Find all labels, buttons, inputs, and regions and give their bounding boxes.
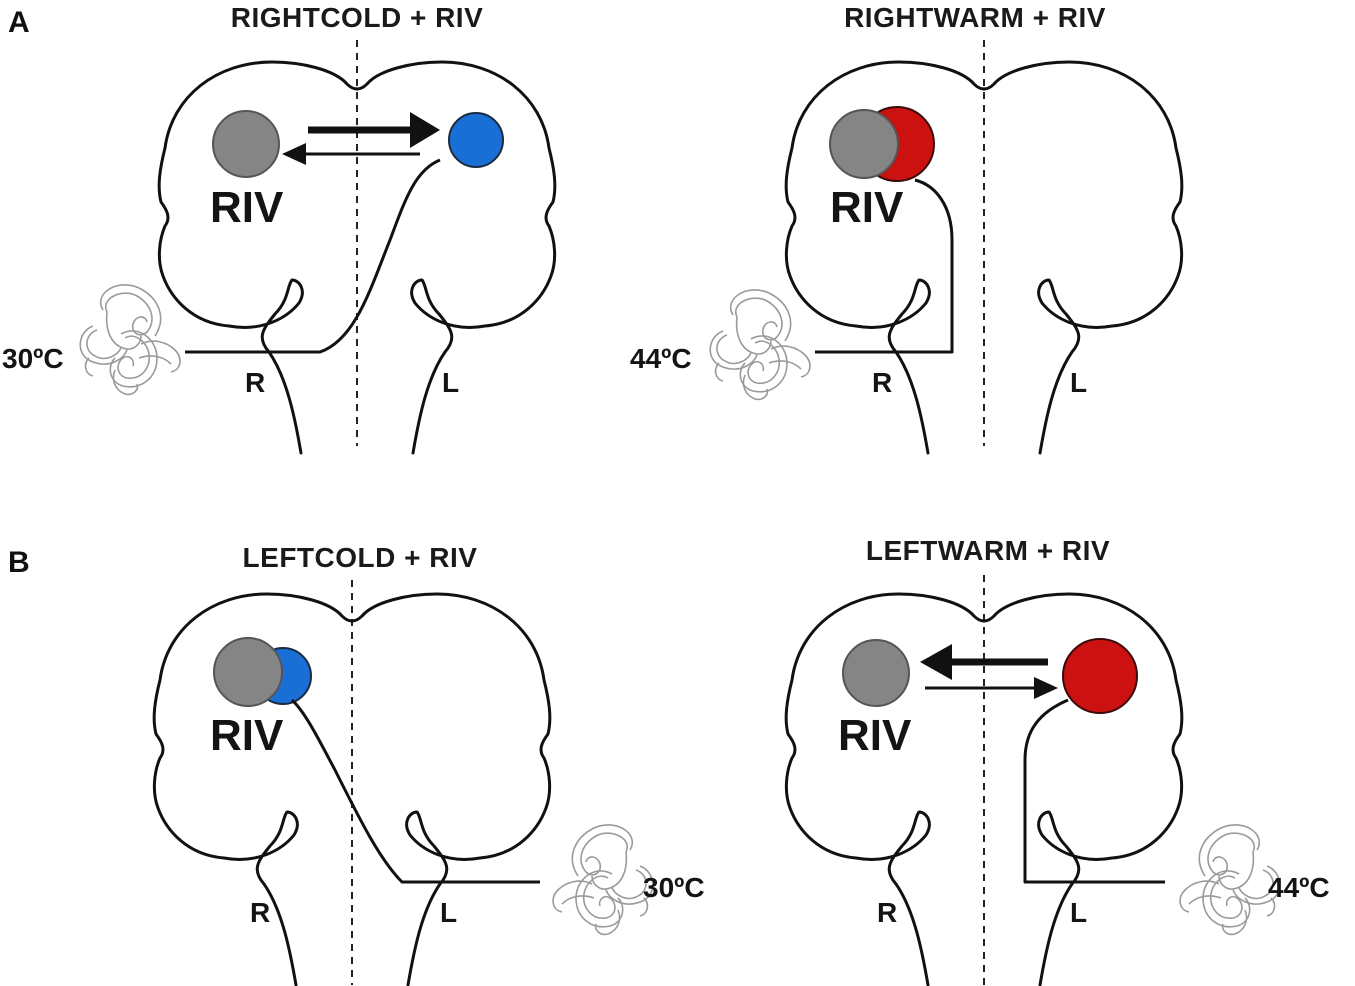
temperature-label: 30ºC xyxy=(643,872,705,903)
panel-leftwarm: LEFTWARM + RIV RIV 44ºC R L xyxy=(784,535,1330,986)
riv-label: RIV xyxy=(210,183,284,232)
inner-ear-icon xyxy=(1179,824,1281,936)
temperature-label: 30ºC xyxy=(2,343,64,374)
panel-title: RIGHTWARM + RIV xyxy=(844,2,1106,33)
stimulated-cortex-cold xyxy=(448,112,504,168)
riv-label: RIV xyxy=(830,183,904,232)
vestibular-pathway xyxy=(1023,698,1165,884)
row-label-b: B xyxy=(8,546,30,579)
side-label-right: R xyxy=(877,897,897,928)
panel-rightcold: RIGHTCOLD + RIV RIV 30ºC R L xyxy=(2,2,557,455)
side-label-left: L xyxy=(1070,897,1087,928)
vestibular-pathway xyxy=(815,178,954,354)
vestibular-pathway xyxy=(185,158,441,354)
panel-title: LEFTCOLD + RIV xyxy=(243,542,478,573)
temperature-label: 44ºC xyxy=(630,343,692,374)
inner-ear-icon xyxy=(709,289,811,401)
riv-region xyxy=(829,109,899,179)
panel-rightwarm: RIGHTWARM + RIV RIV 44ºC R L xyxy=(630,2,1184,455)
inner-ear-icon xyxy=(552,824,654,936)
panel-title: LEFTWARM + RIV xyxy=(866,535,1110,566)
riv-label: RIV xyxy=(838,711,912,760)
row-label-a: A xyxy=(8,6,30,39)
side-label-right: R xyxy=(872,367,892,398)
side-label-left: L xyxy=(1070,367,1087,398)
temperature-label: 44ºC xyxy=(1268,872,1330,903)
riv-region xyxy=(213,637,283,707)
riv-label: RIV xyxy=(210,711,284,760)
riv-region xyxy=(212,110,280,178)
riv-region xyxy=(842,639,910,707)
stimulated-cortex-warm xyxy=(1062,638,1138,714)
bidirectional-arrows xyxy=(920,644,1058,699)
side-label-left: L xyxy=(440,897,457,928)
bidirectional-arrows xyxy=(282,112,440,165)
side-label-right: R xyxy=(245,367,265,398)
side-label-left: L xyxy=(442,367,459,398)
inner-ear-icon xyxy=(79,284,181,396)
vestibular-pathway xyxy=(290,698,540,884)
panel-title: RIGHTCOLD + RIV xyxy=(231,2,484,33)
panel-leftcold: LEFTCOLD + RIV RIV 30ºC R L xyxy=(152,542,705,986)
side-label-right: R xyxy=(250,897,270,928)
